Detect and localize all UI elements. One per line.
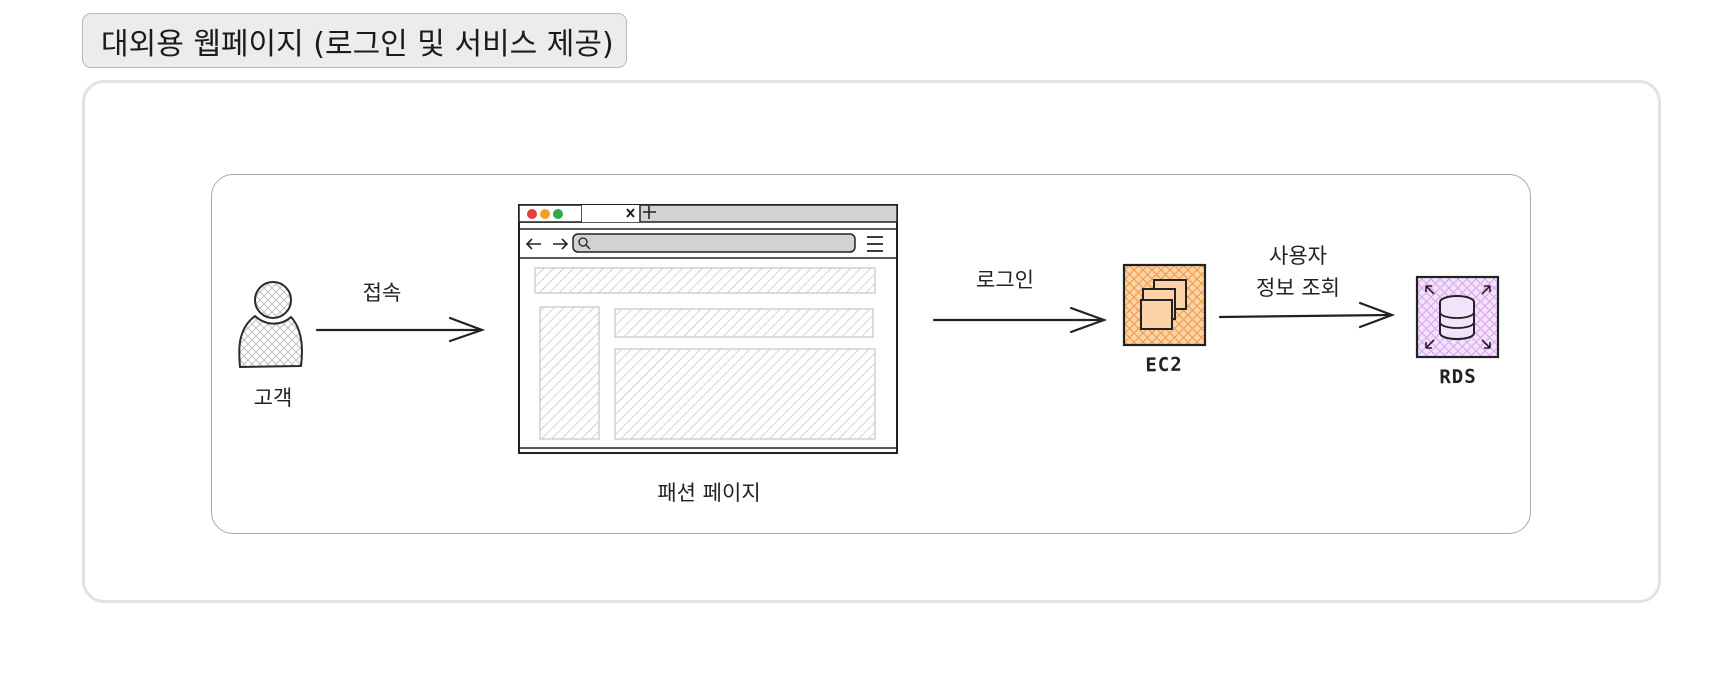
edge-label-query: 사용자 정보 조회 — [1256, 240, 1340, 304]
node-label-ec2: EC2 — [1145, 353, 1183, 377]
edge-label-query-line2: 정보 조회 — [1256, 276, 1340, 300]
outer-frame — [82, 80, 1661, 603]
user-icon — [238, 281, 303, 368]
arrow-query — [1218, 301, 1396, 329]
edge-label-connect: 접속 — [362, 281, 402, 305]
diagram-title: 대외용 웹페이지 (로그인 및 서비스 제공) — [82, 13, 627, 68]
inner-frame — [211, 174, 1531, 534]
node-label-rds: RDS — [1439, 365, 1477, 389]
aws-ec2-icon — [1122, 263, 1207, 347]
edge-label-login: 로그인 — [976, 268, 1034, 292]
node-label-customer: 고객 — [253, 386, 293, 410]
browser-window-icon — [518, 204, 898, 454]
node-label-fashion-page: 패션 페이지 — [657, 481, 761, 505]
arrow-connect — [315, 316, 486, 343]
aws-rds-icon — [1415, 275, 1500, 359]
edge-label-query-line1: 사용자 — [1269, 244, 1327, 268]
arrow-login — [932, 306, 1108, 334]
